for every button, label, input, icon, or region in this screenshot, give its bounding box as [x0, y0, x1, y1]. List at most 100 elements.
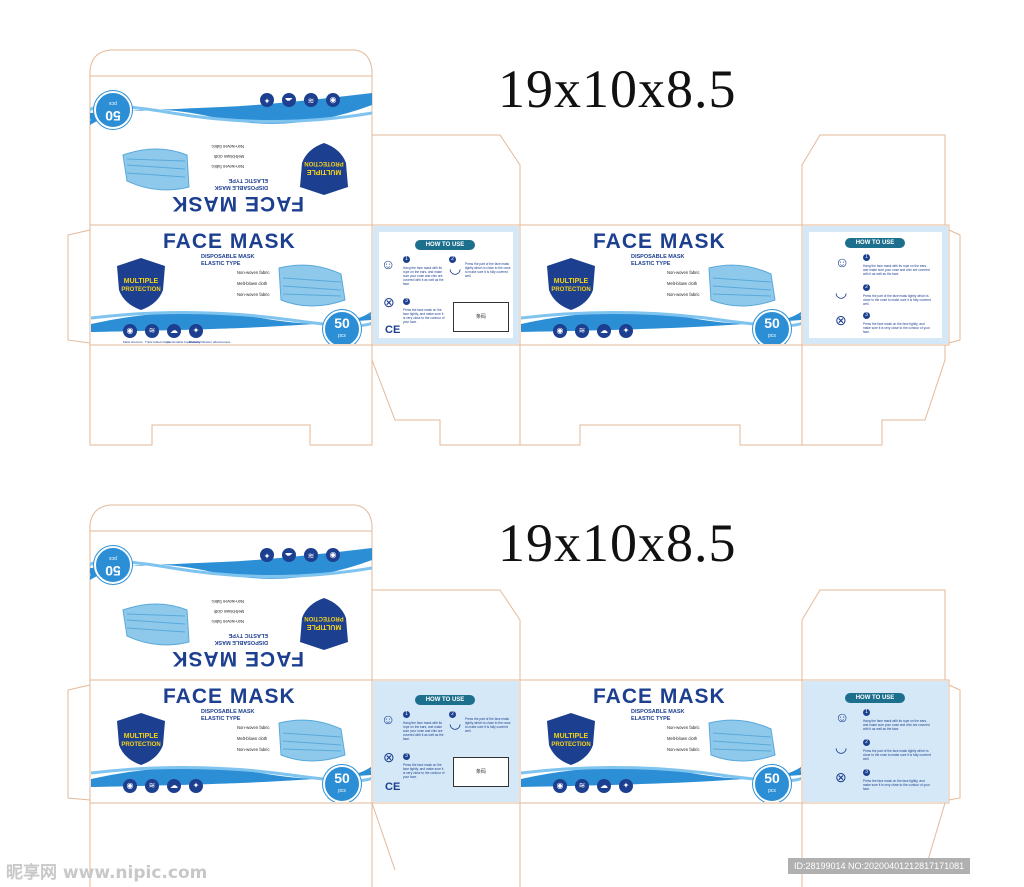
front-layer-3: Non-woven fabric — [667, 292, 700, 297]
front-subtitle-1: DISPOSABLE MASK — [201, 709, 255, 715]
face-fit-icon: ⊗ — [383, 749, 395, 765]
front-layer-1: Non-woven fabric — [237, 725, 270, 730]
front-panel-1: FACE MASK DISPOSABLE MASK ELASTIC TYPE M… — [91, 226, 371, 344]
front-layer-2: Melt-blown cloth — [237, 736, 268, 741]
step-2-text: Press the part of the face mask tightly … — [465, 717, 511, 733]
size-label-bottom: 19x10x8.5 — [498, 513, 737, 573]
fold-icon: ≋ — [304, 93, 318, 107]
front-layer-1: Non-woven fabric — [237, 270, 270, 275]
wave-swoosh — [91, 310, 371, 332]
wave-swoosh — [90, 93, 372, 125]
count-number: 50 — [105, 563, 121, 579]
shield-logo: MULTIPLE PROTECTION — [117, 258, 165, 310]
structure-icon: ◉ — [123, 324, 137, 338]
step-2-text: Press the part of the face mask tightly … — [863, 294, 931, 306]
fold-icon: ≋ — [145, 779, 159, 793]
front-layer-2: Melt-blown cloth — [237, 281, 268, 286]
ear-hook-icon: ☺ — [835, 709, 850, 725]
front-subtitle-1: DISPOSABLE MASK — [631, 254, 685, 260]
count-badge: 50 pcs — [323, 310, 361, 344]
front-layer-2: Melt-blown cloth — [667, 281, 698, 286]
site-watermark: 昵享网 www.nipic.com — [6, 863, 208, 883]
count-number: 50 — [764, 315, 780, 331]
step-1-num: 1 — [863, 254, 870, 261]
mask-illustration — [708, 719, 776, 762]
lid-subtitle-2: ELASTIC TYPE — [228, 177, 268, 183]
count-unit: pcs — [109, 555, 117, 561]
step-3-num: 3 — [403, 298, 410, 305]
step-3-num: 3 — [863, 769, 870, 776]
front-panel-3: FACE MASK DISPOSABLE MASK ELASTIC TYPE M… — [91, 681, 371, 802]
mask-illustration — [278, 264, 346, 307]
howto-panel-3: HOW TO USE ☺ 1 Hang the face mask with i… — [373, 681, 519, 802]
nose-press-icon: ◡ — [835, 739, 848, 755]
step-1-text: Hang the face mask with its rope on the … — [863, 264, 930, 276]
step-1-text: Hang the face mask with its rope on the … — [403, 266, 444, 286]
svg-text:MULTIPLE: MULTIPLE — [554, 733, 589, 740]
lid-subtitle-1: DISPOSABLE MASK — [214, 639, 268, 645]
front-subtitle-1: DISPOSABLE MASK — [201, 254, 255, 260]
lid-layer-3: Non-woven fabric — [211, 144, 244, 149]
svg-text:PROTECTION: PROTECTION — [551, 287, 590, 293]
mask-illustration — [708, 264, 776, 307]
fold-icon: ≋ — [304, 548, 318, 562]
ce-mark: CE — [385, 324, 401, 336]
lid-layer-3: Non-woven fabric — [211, 599, 244, 604]
shield-logo: MULTIPLE PROTECTION — [300, 143, 348, 195]
feature-icons: ◉ ≋ ☁ ✦ — [553, 779, 633, 793]
shield-logo: MULTIPLE PROTECTION — [547, 713, 595, 765]
count-unit: pcs — [109, 100, 117, 106]
howto-panel-1: HOW TO USE 1 ☺ Hang the face mask with i… — [373, 226, 519, 344]
svg-text:PROTECTION: PROTECTION — [121, 287, 160, 293]
step-2-num: 2 — [449, 256, 456, 263]
feature-label-2: Triple folded shape — [145, 340, 171, 344]
count-unit: pcs — [338, 333, 346, 339]
step-3-text: Press the face mask on the face tightly,… — [863, 779, 930, 791]
feature-icons: ◉ ≋ ☁ ✦ — [123, 324, 203, 338]
svg-text:MULTIPLE: MULTIPLE — [554, 278, 589, 285]
count-number: 50 — [334, 770, 350, 786]
breath-icon: ☁ — [597, 779, 611, 793]
svg-text:PROTECTION: PROTECTION — [304, 160, 343, 166]
filter-icon: ✦ — [189, 779, 203, 793]
image-id-watermark: ID:28199014 NO:20200401212817171081 — [788, 858, 971, 874]
howto-title: HOW TO USE — [415, 240, 475, 250]
step-3-text: Press the face mask on the face tightly,… — [403, 308, 445, 324]
face-fit-icon: ⊗ — [835, 312, 847, 328]
svg-text:PROTECTION: PROTECTION — [304, 615, 343, 621]
front-panel-2: FACE MASK DISPOSABLE MASK ELASTIC TYPE M… — [521, 226, 801, 344]
step-2-text: Press the part of the face mask tightly … — [465, 262, 511, 278]
svg-text:PROTECTION: PROTECTION — [121, 742, 160, 748]
feature-icons: ◉ ≋ ☁ ✦ — [123, 779, 203, 793]
step-2-num: 2 — [863, 284, 870, 291]
front-layer-3: Non-woven fabric — [667, 747, 700, 752]
howto-panel-2: HOW TO USE ☺ 1 Hang the face mask with i… — [803, 226, 948, 344]
front-subtitle-2: ELASTIC TYPE — [631, 716, 671, 722]
svg-text:MULTIPLE: MULTIPLE — [306, 168, 341, 175]
front-title: FACE MASK — [163, 685, 296, 708]
structure-icon: ◉ — [553, 779, 567, 793]
svg-text:MULTIPLE: MULTIPLE — [124, 278, 159, 285]
lid-subtitle-2: ELASTIC TYPE — [228, 632, 268, 638]
step-1-text: Hang the face mask with its rope on the … — [863, 719, 930, 731]
lid-layer-2: Melt-blown cloth — [213, 609, 244, 614]
mask-illustration — [122, 603, 190, 646]
breath-icon: ☁ — [282, 548, 296, 562]
structure-icon: ◉ — [123, 779, 137, 793]
nose-press-icon: ◡ — [835, 284, 848, 300]
howto-inner — [809, 232, 942, 338]
ear-hook-icon: ☺ — [835, 254, 850, 270]
feature-label-3: Comfortable breathability — [167, 340, 201, 344]
count-badge: 50 pcs — [753, 765, 791, 802]
howto-title: HOW TO USE — [845, 693, 905, 703]
step-2-num: 2 — [449, 711, 456, 718]
front-layer-1: Non-woven fabric — [667, 725, 700, 730]
count-unit: pcs — [768, 788, 776, 794]
step-1-num: 1 — [863, 709, 870, 716]
nose-press-icon: ◡ — [449, 715, 462, 731]
wave-swoosh — [91, 765, 371, 787]
size-label-top: 19x10x8.5 — [498, 59, 737, 119]
count-number: 50 — [334, 315, 350, 331]
front-layer-1: Non-woven fabric — [667, 270, 700, 275]
step-3-text: Press the face mask on the face tightly,… — [403, 763, 445, 779]
